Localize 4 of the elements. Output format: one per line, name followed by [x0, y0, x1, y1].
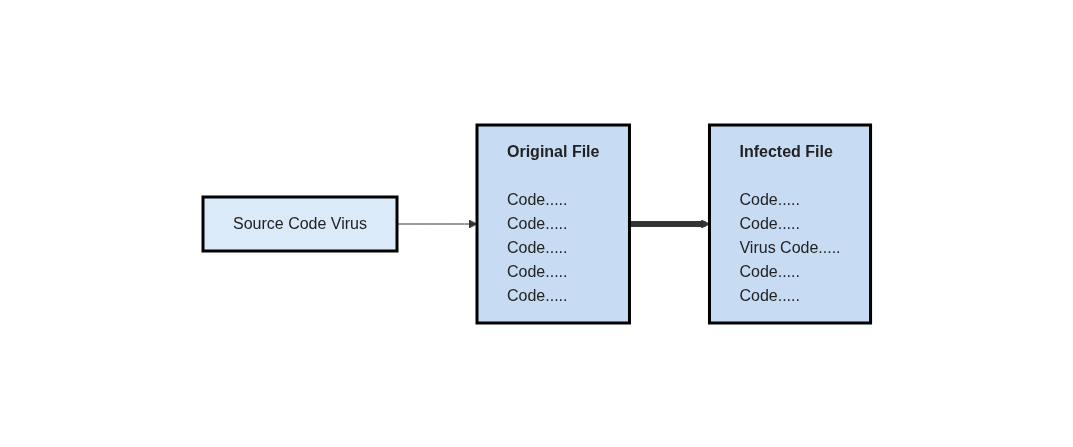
node-box: Source Code Virus — [201, 195, 399, 252]
arrow — [629, 219, 710, 228]
node-box: Original File Code..... Code..... Code..... Code..... Code..... — [475, 123, 631, 324]
node-box: Infected File Code..... Code..... Virus Code..... Code..... Code..... — [707, 123, 872, 324]
